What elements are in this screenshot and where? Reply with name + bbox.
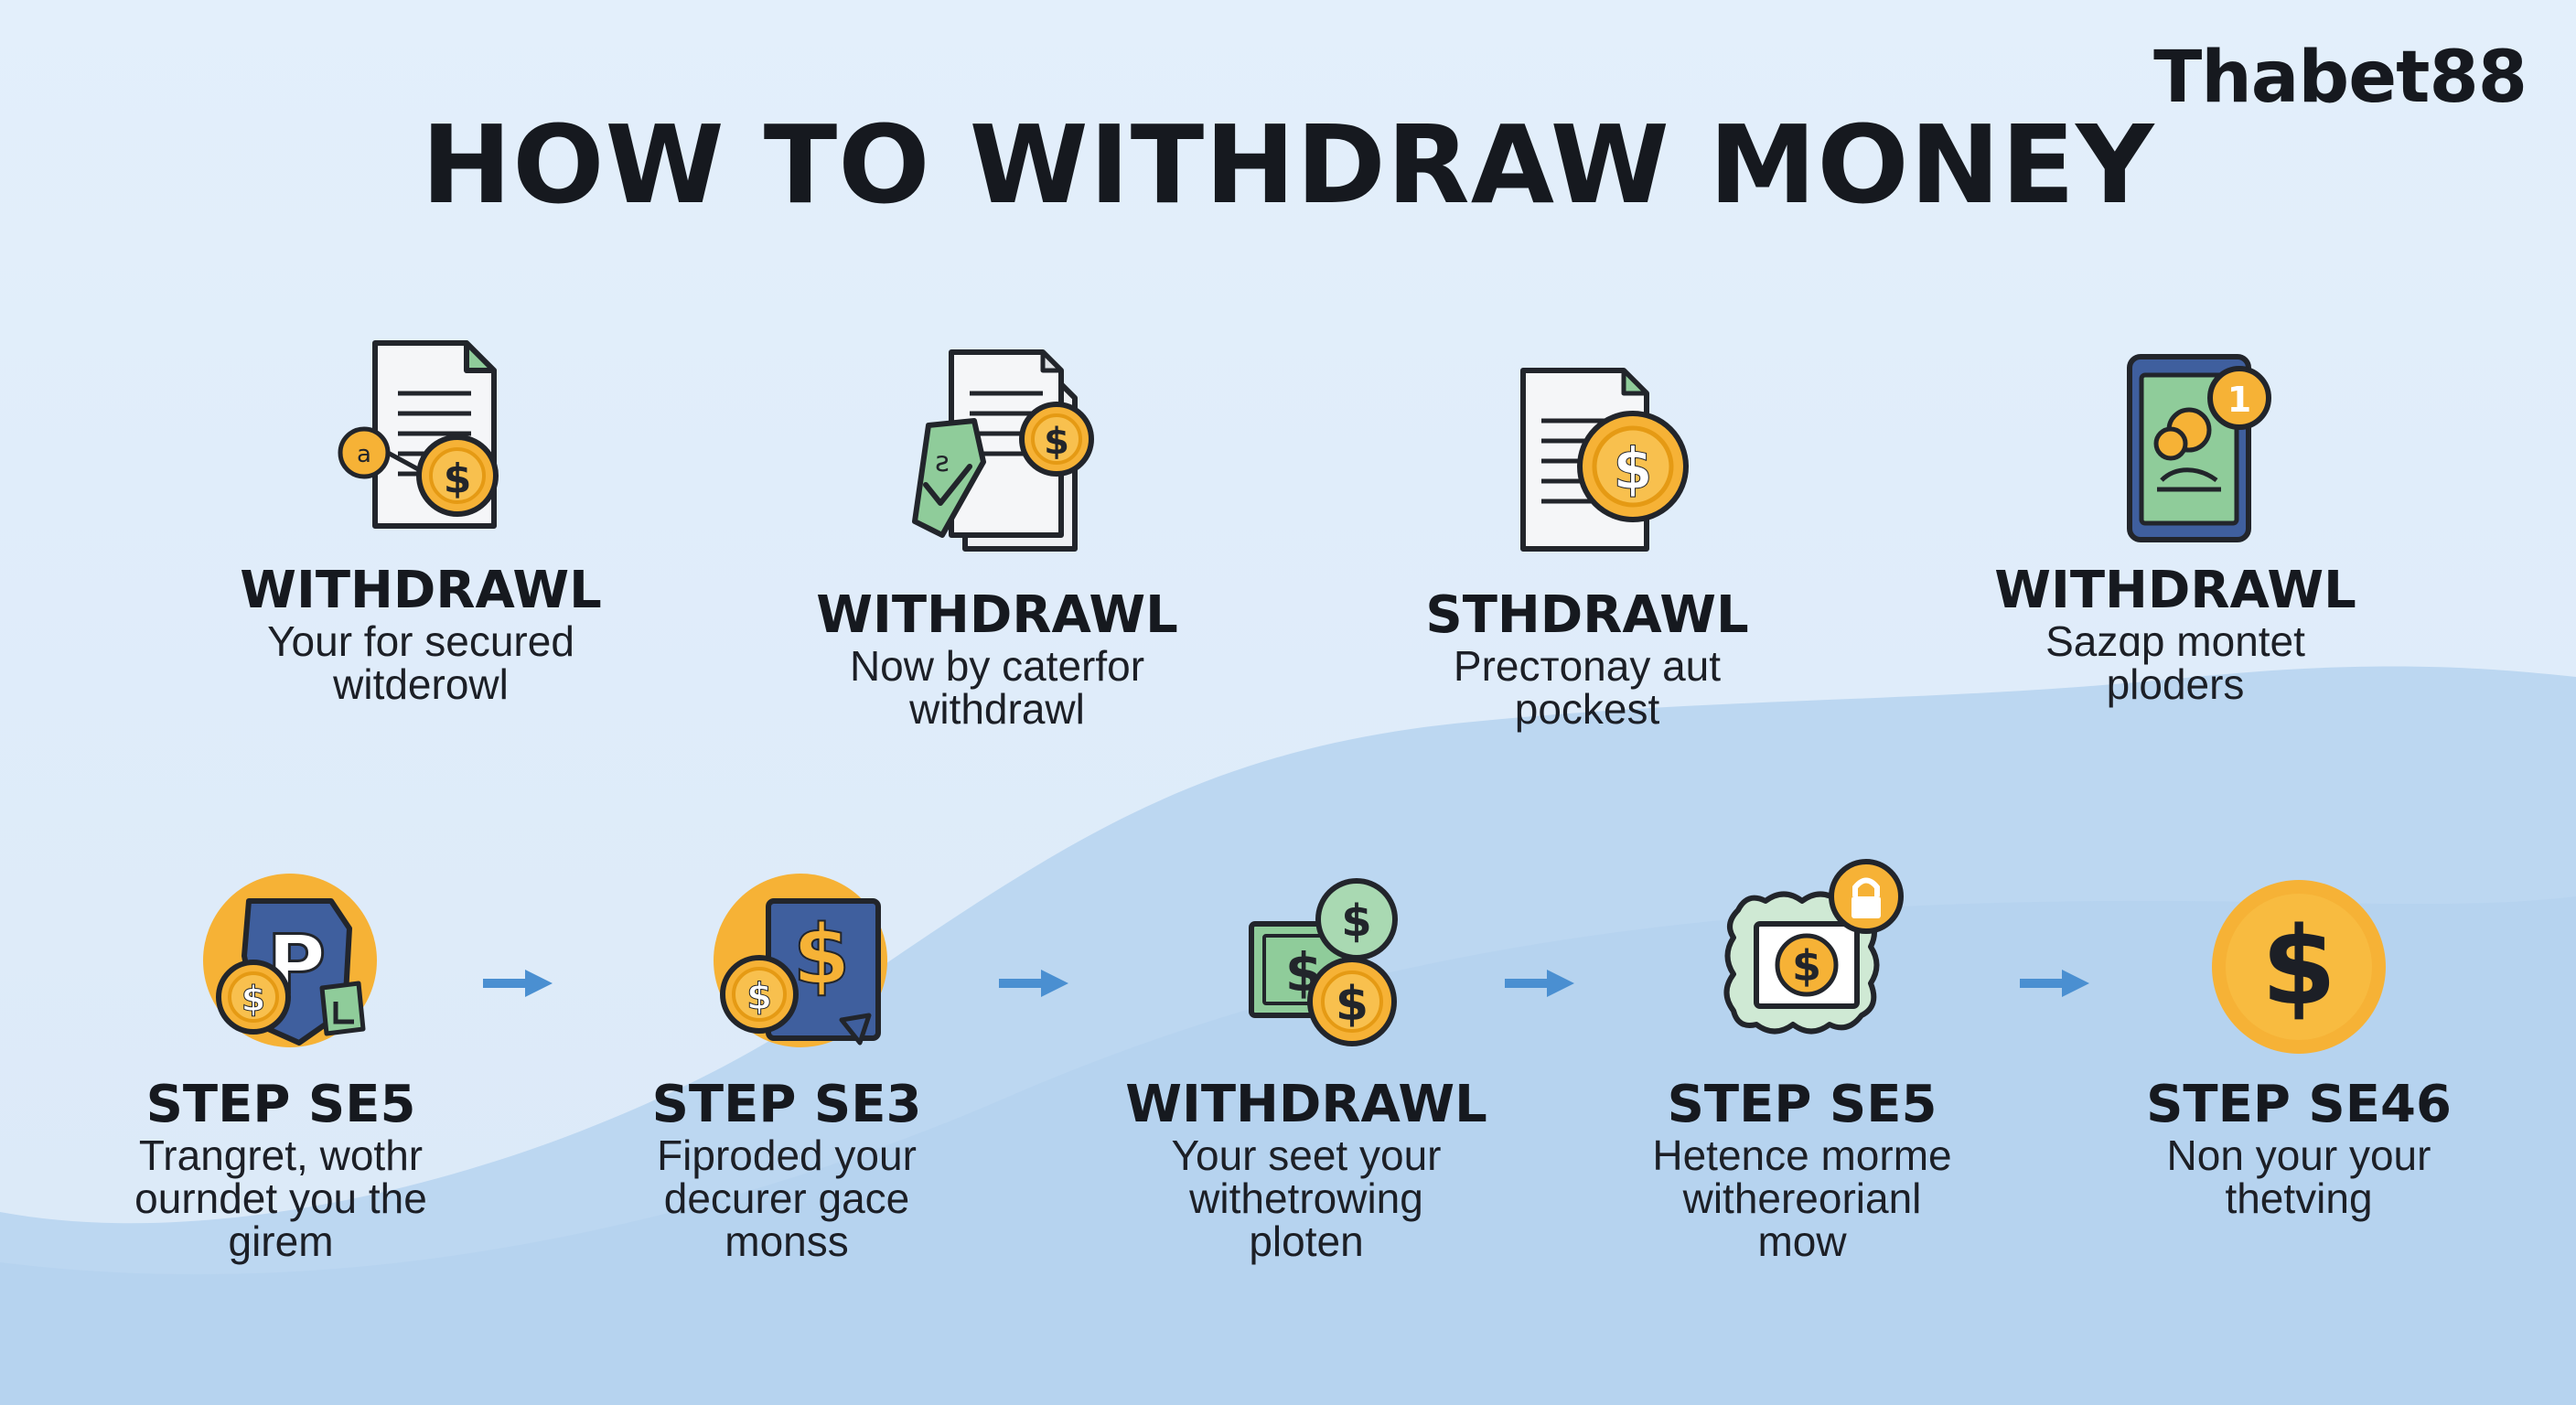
svg-text:$: $ [444,456,472,502]
svg-text:$: $ [746,976,772,1018]
svg-text:$: $ [1792,941,1821,991]
step-description: Your seet your withetrowing ploten [1171,1132,1442,1265]
shield-coin-icon: P $ [43,864,519,1084]
arrow-right-icon [2020,970,2089,997]
step-description: Now by caterfor withdrawl [849,642,1145,733]
svg-text:ƨ: ƨ [935,446,950,478]
step-title: STHDRAWL [1425,585,1749,645]
document-tag-coin-icon: ƨ $ [759,338,1235,558]
svg-text:$: $ [1341,896,1371,947]
cash-coins-icon: $ $ $ [1068,864,1544,1084]
arrow-right-icon [999,970,1068,997]
svg-text:$: $ [1613,435,1652,502]
step-description: Trangret, wothr ourndet you the girem [134,1132,427,1265]
step-title: STEP SE3 [651,1075,922,1134]
svg-text:a: a [357,441,371,468]
svg-text:$: $ [793,907,851,1003]
step-description: Sazɑp montet ploders [2045,617,2305,708]
step-description: Hetence morme withereorianl mow [1652,1132,1952,1265]
step-title: WITHDRAWL [1994,561,2356,620]
svg-text:$: $ [1044,421,1069,463]
document-dollar-coin-icon: $ [1349,348,1825,567]
step-description: Fiproded your decurer gace monss [657,1132,917,1265]
step-title: WITHDRAWL [240,561,602,620]
arrow-right-icon [1505,970,1574,997]
svg-text:$: $ [1336,977,1368,1032]
gold-dollar-coin-icon: $ [2061,864,2537,1084]
step-title: WITHDRAWL [816,585,1178,645]
step-title: STEP SE5 [1667,1075,1937,1134]
step-title: WITHDRAWL [1125,1075,1487,1134]
step-title: STEP SE46 [2146,1075,2452,1134]
step-title: STEP SE5 [145,1075,416,1134]
tablet-notification-icon: 1 [1937,338,2413,558]
arrow-right-icon [483,970,553,997]
step-description: Precтonay aut pockest [1453,642,1722,733]
document-coin-icon: a $ [183,329,659,549]
step-description: Your for secured witderowl [267,617,574,708]
secure-frame-coin-icon: $ [1564,846,2040,1066]
step-description: Non your your thetving [2166,1132,2431,1222]
svg-text:1: 1 [2227,380,2251,420]
svg-text:$: $ [242,979,265,1019]
dollar-card-icon: $ $ [549,864,1025,1084]
svg-text:$: $ [2261,903,2336,1029]
page-title: HOW TO WITHDRAW MONEY [421,102,2155,228]
brand-logo: Thabet88 [2153,37,2528,119]
